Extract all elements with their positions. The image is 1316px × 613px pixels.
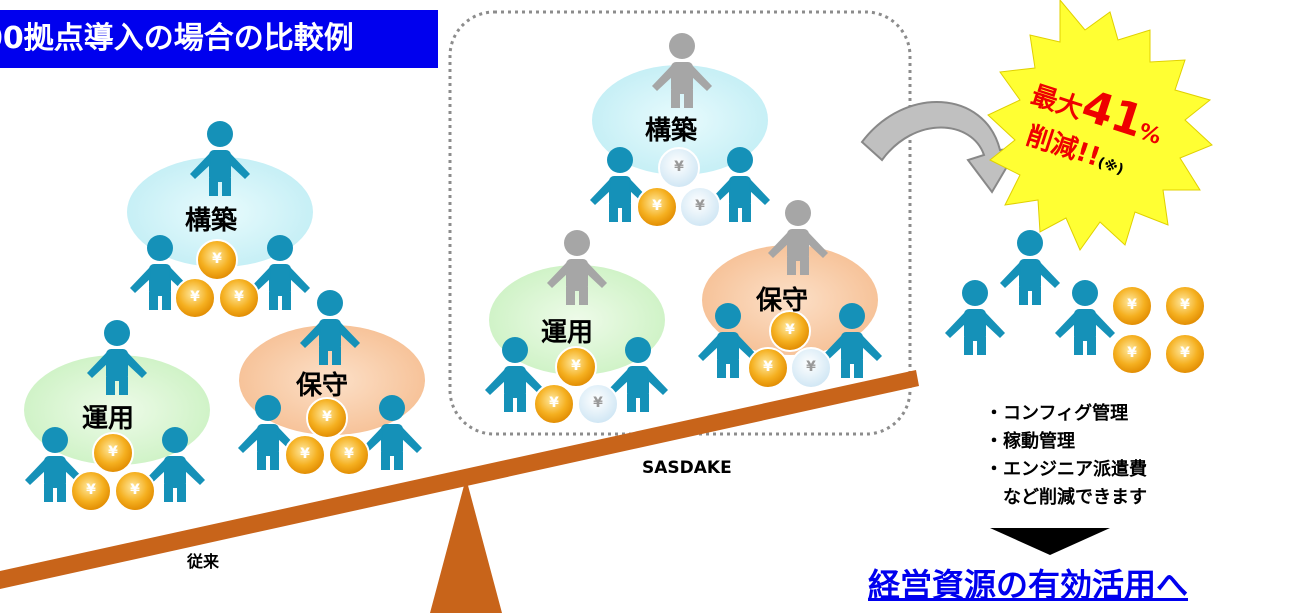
right-caption: SASDAKE [642, 458, 732, 478]
curved-arrow-icon [860, 100, 1020, 194]
yen-symbol: ¥ [806, 359, 816, 375]
maint-label-right: 保守 [756, 286, 809, 316]
build-oval [127, 157, 313, 267]
ops-oval [489, 265, 665, 375]
maint-label-left: 保守 [296, 371, 349, 401]
yen-symbol: ¥ [344, 446, 354, 462]
note-item: など削減できます [985, 487, 1147, 508]
ops-label-left: 運用 [82, 404, 135, 434]
yen-symbol: ¥ [300, 446, 310, 462]
yen-symbol: ¥ [130, 482, 140, 498]
result-coins [1111, 285, 1206, 375]
resource-utilization-link[interactable]: 経営資源の有効活用へ [868, 566, 1189, 604]
yen-symbol: ¥ [652, 198, 662, 214]
reduction-notes: ・コンフィグ管理 ・稼動管理 ・エンジニア派遣費 など削減できます [985, 400, 1147, 512]
yen-symbol: ¥ [190, 289, 200, 305]
left-caption: 従来 [187, 552, 220, 571]
yen-symbol: ¥ [212, 251, 222, 267]
yen-symbol: ¥ [674, 159, 684, 175]
ops-label-right: 運用 [541, 318, 594, 348]
note-item: ・エンジニア派遣費 [985, 459, 1147, 480]
build-label-left: 構築 [185, 206, 238, 236]
burst-prefix: 最大 [1027, 80, 1087, 126]
build-oval [592, 65, 768, 175]
yen-symbol: ¥ [695, 198, 705, 214]
yen-symbol: ¥ [234, 289, 244, 305]
yen-symbol: ¥ [763, 359, 773, 375]
yen-symbol: ¥ [549, 395, 559, 411]
yen-symbol: ¥ [593, 395, 603, 411]
balance-beam [0, 370, 919, 589]
yen-symbol: ¥ [322, 409, 332, 425]
yen-symbol: ¥ [785, 322, 795, 338]
left-coins [70, 239, 370, 512]
yen-symbol: ¥ [86, 482, 96, 498]
yen-symbol: ¥ [1127, 345, 1137, 361]
burst-note-mark: (※) [1095, 154, 1126, 179]
page-title-text: 00拠点導入の場合の比較例 [0, 21, 354, 56]
balance-fulcrum [430, 478, 502, 613]
yen-symbol: ¥ [1180, 345, 1190, 361]
yen-symbol: ¥ [108, 444, 118, 460]
note-item: ・コンフィグ管理 [985, 403, 1129, 424]
down-arrow-icon [990, 528, 1110, 555]
right-coins [533, 147, 832, 425]
note-item: ・稼動管理 [985, 431, 1075, 452]
build-label-right: 構築 [645, 116, 698, 146]
yen-symbol: ¥ [1127, 297, 1137, 313]
maint-oval [239, 325, 425, 435]
yen-symbol: ¥ [571, 358, 581, 374]
result-people [945, 230, 1115, 355]
starburst-shape [987, 0, 1213, 252]
maint-oval [702, 245, 878, 355]
page-title: 00拠点導入の場合の比較例 [0, 10, 438, 68]
yen-symbol: ¥ [1180, 297, 1190, 313]
